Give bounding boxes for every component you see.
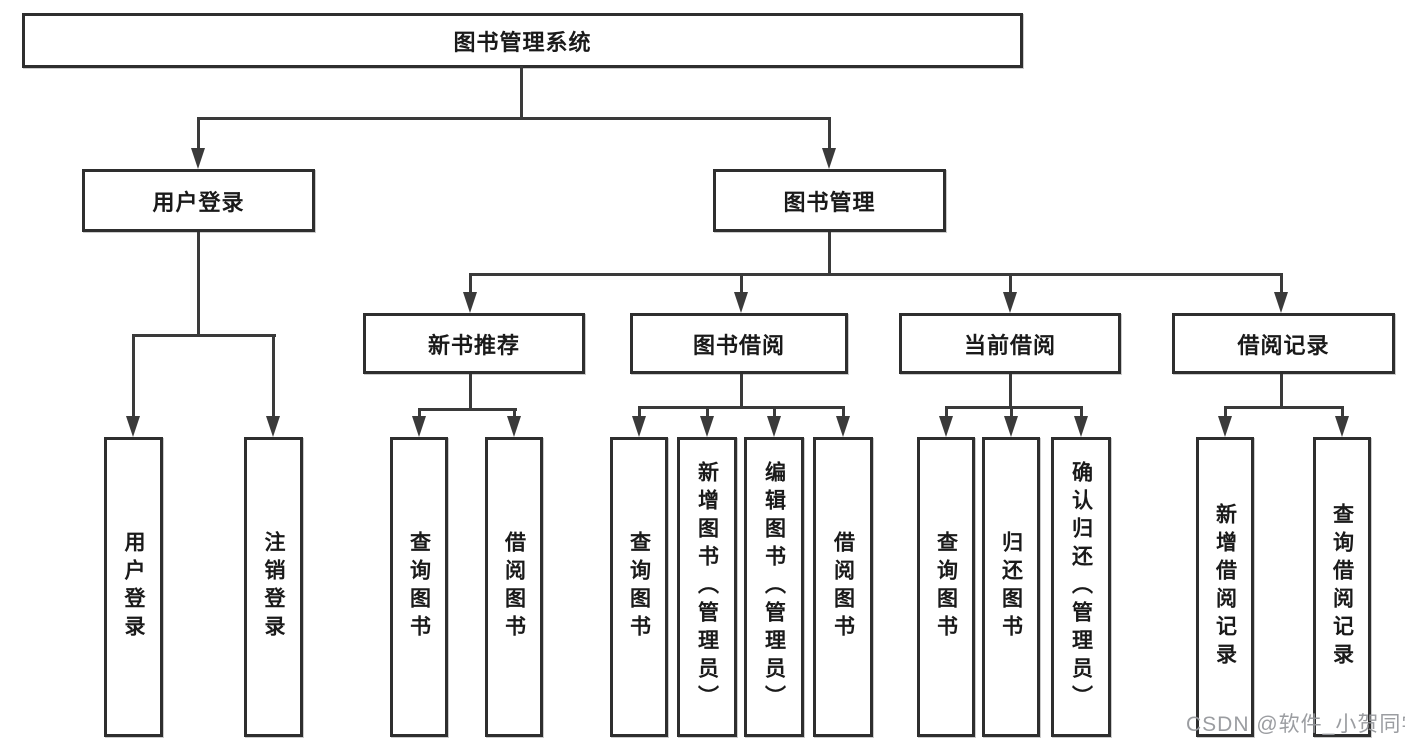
node-label: 图书管理 [783, 189, 876, 215]
connector-line [520, 66, 523, 119]
leaf-borrow-books-recommend: 借阅图书 [485, 437, 543, 737]
connector-line [272, 334, 275, 420]
leaf-label: 借阅图书 [831, 531, 855, 643]
arrowhead-icon [632, 416, 646, 437]
node-root-library-system: 图书管理系统 [22, 13, 1023, 68]
connector-line [197, 117, 831, 120]
leaf-query-books-borrow: 查询图书 [610, 437, 668, 737]
node-borrow-record: 借阅记录 [1172, 313, 1395, 374]
arrowhead-icon [191, 148, 205, 169]
arrowhead-icon [836, 416, 850, 437]
node-label: 借阅记录 [1237, 332, 1330, 358]
connector-line [828, 117, 831, 153]
leaf-label: 新增图书（管理员） [695, 461, 719, 713]
arrowhead-icon [700, 416, 714, 437]
connector-line [945, 406, 1083, 409]
connector-line [197, 232, 200, 337]
leaf-label: 借阅图书 [502, 531, 526, 643]
arrowhead-icon [1218, 416, 1232, 437]
connector-line [1080, 406, 1083, 420]
arrowhead-icon [266, 416, 280, 437]
connector-line [1009, 374, 1012, 408]
leaf-label: 查询图书 [934, 531, 958, 643]
connector-line [1280, 273, 1283, 295]
leaf-user-login: 用户登录 [104, 437, 163, 737]
leaf-add-book-admin: 新增图书（管理员） [677, 437, 737, 737]
connector-line [842, 406, 845, 420]
node-book-management: 图书管理 [713, 169, 946, 232]
leaf-return-books: 归还图书 [982, 437, 1040, 737]
leaf-confirm-return-admin: 确认归还（管理员） [1051, 437, 1111, 737]
connector-line [740, 374, 743, 408]
connector-line [132, 334, 135, 420]
connector-line [418, 408, 517, 411]
csdn-watermark: CSDN @软件_小贺同学 [1186, 713, 1405, 736]
leaf-label: 注销登录 [262, 531, 285, 643]
connector-line [513, 408, 516, 420]
leaf-query-borrow-record: 查询借阅记录 [1313, 437, 1371, 737]
arrowhead-icon [1274, 292, 1288, 313]
leaf-borrow-books: 借阅图书 [813, 437, 873, 737]
connector-line [1224, 406, 1227, 420]
leaf-label: 查询图书 [627, 531, 651, 643]
leaf-query-books-recommend: 查询图书 [390, 437, 448, 737]
leaf-label: 归还图书 [999, 531, 1023, 643]
node-label: 图书借阅 [692, 332, 785, 358]
connector-line [197, 117, 200, 153]
leaf-query-books-current: 查询图书 [917, 437, 975, 737]
connector-line [945, 406, 948, 420]
connector-line [638, 406, 845, 409]
connector-line [706, 406, 709, 420]
arrowhead-icon [1004, 416, 1018, 437]
leaf-label: 新增借阅记录 [1213, 503, 1237, 671]
arrowhead-icon [412, 416, 426, 437]
arrowhead-icon [126, 416, 140, 437]
node-book-borrow: 图书借阅 [630, 313, 848, 374]
leaf-add-borrow-record: 新增借阅记录 [1196, 437, 1254, 737]
leaf-label: 编辑图书（管理员） [762, 461, 786, 713]
leaf-logout: 注销登录 [244, 437, 303, 737]
arrowhead-icon [822, 148, 836, 169]
node-label: 图书管理系统 [453, 29, 592, 55]
connector-line [1341, 406, 1344, 420]
node-label: 当前借阅 [963, 332, 1056, 358]
node-user-login: 用户登录 [82, 169, 315, 232]
connector-line [1224, 406, 1344, 409]
connector-line [828, 232, 831, 276]
arrowhead-icon [939, 416, 953, 437]
leaf-label: 查询图书 [407, 531, 431, 643]
node-label: 用户登录 [152, 189, 245, 215]
connector-line [469, 273, 472, 295]
arrowhead-icon [1074, 416, 1088, 437]
leaf-label: 确认归还（管理员） [1069, 461, 1093, 713]
connector-line [1009, 273, 1012, 295]
node-new-book-recommend: 新书推荐 [363, 313, 585, 374]
connector-line [469, 374, 472, 410]
connector-line [773, 406, 776, 420]
arrowhead-icon [1335, 416, 1349, 437]
arrowhead-icon [767, 416, 781, 437]
leaf-label: 用户登录 [122, 531, 145, 643]
connector-line [740, 273, 743, 295]
leaf-label: 查询借阅记录 [1330, 503, 1354, 671]
node-current-borrow: 当前借阅 [899, 313, 1121, 374]
arrowhead-icon [734, 292, 748, 313]
connector-line [1010, 406, 1013, 420]
connector-line [1280, 374, 1283, 408]
connector-line [469, 273, 1283, 276]
arrowhead-icon [507, 416, 521, 437]
arrowhead-icon [1003, 292, 1017, 313]
node-label: 新书推荐 [427, 332, 520, 358]
connector-line [638, 406, 641, 420]
leaf-edit-book-admin: 编辑图书（管理员） [744, 437, 804, 737]
connector-line [418, 408, 421, 420]
connector-line [132, 334, 276, 337]
arrowhead-icon [463, 292, 477, 313]
